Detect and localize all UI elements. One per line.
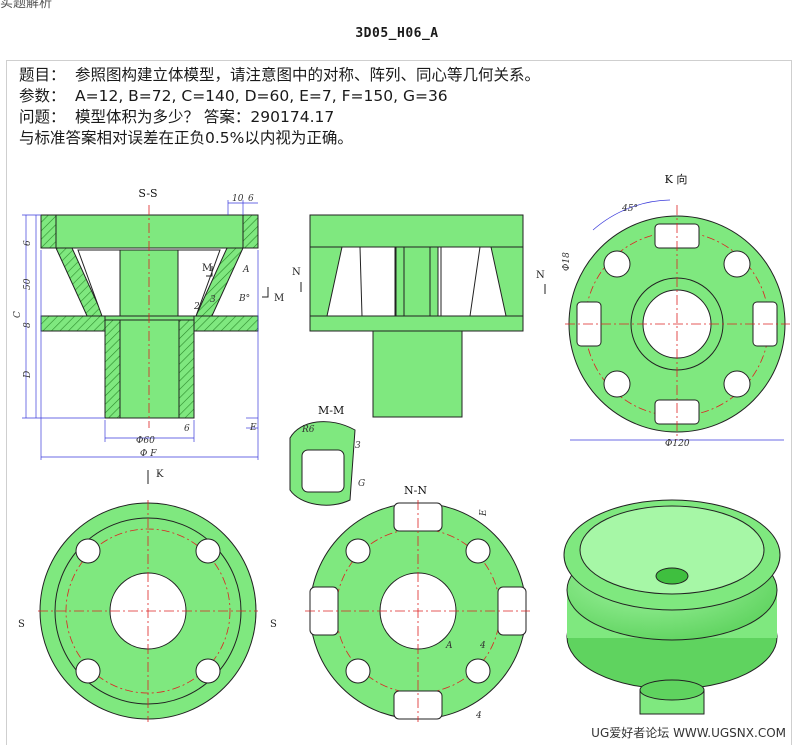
arrow-n-right: N	[536, 270, 545, 281]
task-label: 题目：	[19, 66, 66, 84]
dim-E: E	[249, 423, 257, 433]
view-k-label: K 向	[665, 172, 688, 186]
dim-2: 2	[193, 302, 200, 312]
dim-50: 50	[23, 278, 33, 290]
arrow-s-left: S	[18, 619, 25, 630]
task-row: 题目： 参照图构建立体模型，请注意图中的对称、阵列、同心等几何关系。	[19, 65, 540, 86]
problem-panel: 题目： 参照图构建立体模型，请注意图中的对称、阵列、同心等几何关系。 参数： A=1…	[6, 60, 792, 745]
dim-4b-nn: 4	[475, 711, 482, 721]
section-view-nn: N-N E A 4 4	[305, 484, 530, 722]
page-title: 3D05_H06_A	[355, 26, 439, 41]
arrow-n-left: N	[292, 267, 301, 278]
dim-D: D	[23, 371, 33, 379]
breadcrumb: 实题解析	[0, 0, 53, 11]
question-label: 问题：	[19, 108, 66, 126]
dim-6-boss: 6	[184, 424, 190, 434]
params-row: 参数： A=12, B=72, C=140, D=60, E=7, F=150, …	[19, 86, 540, 107]
dim-6-left: 6	[23, 240, 33, 246]
arrow-m-left: M	[202, 263, 212, 274]
params-text: A=12, B=72, C=140, D=60, E=7, F=150, G=3…	[75, 87, 448, 105]
dim-E-nn: E	[479, 509, 489, 517]
params-label: 参数：	[19, 87, 66, 105]
dim-G: G	[358, 479, 365, 489]
dim-phiF: Φ F	[140, 449, 157, 459]
dim-A: A	[242, 265, 250, 275]
dim-phi18: Φ18	[562, 252, 572, 271]
dim-6: 6	[248, 194, 254, 204]
arrow-k: K	[156, 469, 164, 480]
isometric-view	[563, 499, 781, 715]
watermark: UG爱好者论坛 WWW.UGSNX.COM	[591, 726, 786, 740]
view-k: K 向 45° Φ18 Φ120	[562, 172, 790, 449]
dim-phi120: Φ120	[665, 439, 690, 449]
section-nn-label: N-N	[404, 484, 427, 497]
arrow-m-right: M	[274, 293, 284, 304]
section-view-ss: S-S	[13, 187, 284, 460]
dim-3-mm: 3	[355, 441, 361, 451]
section-ss-label: S-S	[138, 187, 157, 200]
top-view-s: S S	[18, 500, 277, 722]
dim-A-nn: A	[445, 641, 453, 651]
dim-C: C	[13, 311, 23, 318]
dim-10: 10	[232, 194, 244, 204]
dim-8: 8	[23, 322, 33, 328]
question-row: 问题： 模型体积为多少？ 答案：290174.17	[19, 107, 540, 128]
problem-statement: 题目： 参照图构建立体模型，请注意图中的对称、阵列、同心等几何关系。 参数： A=1…	[19, 65, 540, 149]
dim-4-nn: 4	[479, 641, 486, 651]
arrow-s-right: S	[270, 619, 277, 630]
question-text: 模型体积为多少？ 答案：290174.17	[75, 108, 335, 126]
front-view: N N	[292, 214, 546, 418]
dim-3: 3	[210, 295, 216, 305]
task-text: 参照图构建立体模型，请注意图中的对称、阵列、同心等几何关系。	[75, 66, 541, 84]
section-view-mm: M-M R6 3 G K	[147, 404, 365, 506]
dim-B: B°	[238, 294, 250, 304]
dim-R6: R6	[301, 425, 315, 435]
tolerance-note: 与标准答案相对误差在正负0.5%以内视为正确。	[19, 129, 353, 147]
dim-phi60: Φ60	[136, 436, 155, 446]
dim-45deg: 45°	[621, 204, 638, 214]
section-mm-label: M-M	[318, 404, 344, 417]
